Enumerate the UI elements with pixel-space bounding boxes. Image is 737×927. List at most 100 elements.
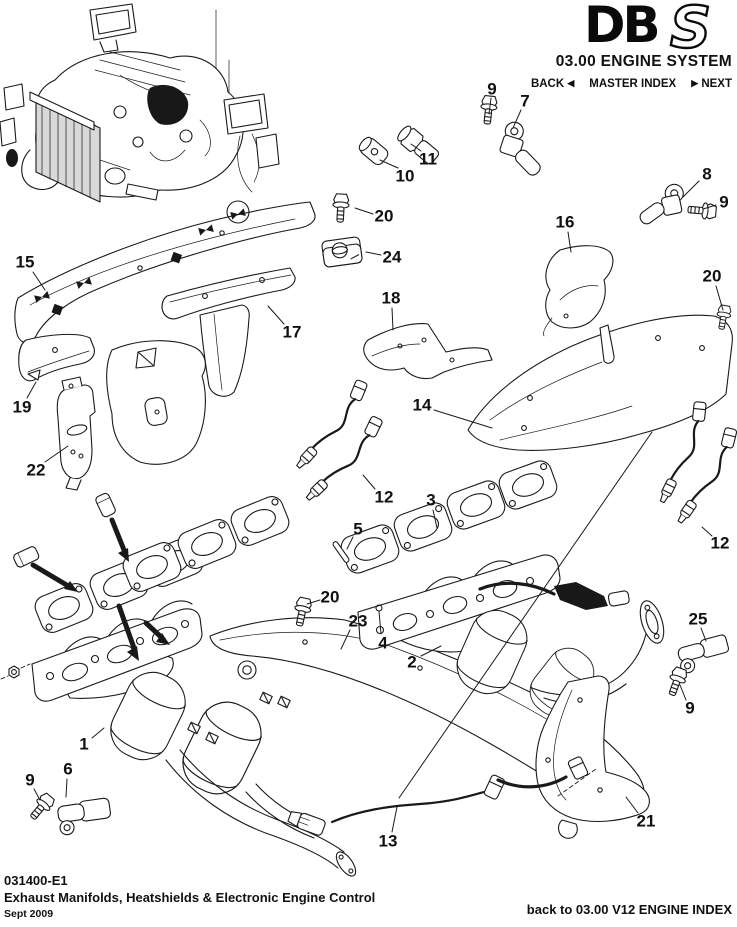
callout-12: 12	[375, 488, 394, 507]
system-title: 03.00 ENGINE SYSTEM	[555, 53, 732, 70]
callout-19: 19	[13, 398, 32, 417]
callout-12: 12	[711, 534, 730, 553]
leader-line-12	[701, 526, 713, 537]
next-arrow-icon: ▶	[691, 78, 699, 88]
leader-line-9	[702, 204, 717, 210]
leader-line-20	[354, 207, 374, 215]
leader-line-3	[432, 509, 438, 529]
nav-next-label: NEXT	[701, 78, 732, 90]
callout-1: 1	[79, 735, 88, 754]
callout-9: 9	[685, 699, 694, 718]
callout-6: 6	[63, 760, 72, 779]
logo-db-text: DB	[584, 0, 658, 54]
leader-line-21	[625, 796, 639, 814]
part-exhaust-manifold-2	[357, 554, 665, 725]
callout-21: 21	[637, 812, 656, 831]
leader-line-5	[346, 536, 354, 550]
leader-line-9	[33, 788, 41, 801]
callout-22: 22	[27, 461, 46, 480]
leader-line-12	[362, 474, 376, 490]
callout-3: 3	[426, 491, 435, 510]
part-bolt-9-bl	[25, 790, 58, 824]
callout-7: 7	[520, 92, 529, 111]
leader-line-10	[379, 159, 399, 169]
part-sensor-11	[397, 125, 440, 165]
callout-9: 9	[719, 193, 728, 212]
callout-24: 24	[383, 248, 402, 267]
footer-link-area: back to 03.00 V12 ENGINE INDEX	[527, 901, 732, 919]
callout-13-extended-leader	[398, 431, 653, 799]
nav-bar: BACK ◀ MASTER INDEX ▶ NEXT	[482, 78, 732, 90]
nav-master-index-link[interactable]: MASTER INDEX	[589, 78, 677, 90]
part-heatshield-middle	[106, 340, 206, 465]
nav-back-label: BACK	[530, 78, 565, 90]
leader-line-9	[488, 97, 492, 115]
leader-line-22	[44, 445, 69, 463]
part-nut	[8, 665, 20, 679]
leader-line-25	[700, 627, 707, 642]
callout-4: 4	[378, 634, 388, 653]
page-header: DB S 03.00 ENGINE SYSTEM BACK ◀ MASTER I…	[482, 0, 732, 90]
leader-line-8	[682, 180, 700, 198]
callout-20: 20	[375, 207, 394, 226]
part-sensor-8	[639, 183, 684, 225]
leader-line-14	[433, 409, 493, 429]
leader-line-11	[410, 143, 422, 152]
nav-next-link[interactable]: ▶ NEXT	[691, 78, 732, 90]
clip-detail-circle	[226, 200, 250, 224]
part-heatshield-18	[363, 323, 493, 380]
doc-date: Sept 2009	[4, 907, 54, 920]
callout-8: 8	[702, 165, 711, 184]
part-oxygen-sensors-12-left	[292, 368, 385, 517]
nav-back-link[interactable]: BACK ◀	[531, 78, 574, 90]
part-heatshield-19	[18, 333, 95, 382]
part-sensor-10	[358, 136, 389, 166]
callout-17: 17	[283, 323, 302, 342]
part-bolt-20-top	[331, 193, 351, 223]
callout-10: 10	[396, 167, 415, 186]
part-heatshield-21	[535, 675, 650, 839]
callout-9: 9	[25, 771, 34, 790]
leader-line-17	[267, 305, 285, 325]
callout-16: 16	[556, 213, 575, 232]
leader-line-16	[567, 231, 572, 253]
part-heatshield-14	[467, 314, 733, 451]
leader-line-15	[32, 271, 46, 291]
callout-18: 18	[382, 289, 401, 308]
dbs-logo: DB S	[584, 0, 712, 62]
part-sensor-7	[499, 121, 541, 176]
leader-line-4	[378, 610, 382, 635]
callout-13: 13	[379, 832, 398, 851]
leader-line-18	[391, 307, 394, 331]
logo-s-text: S	[670, 0, 711, 54]
leader-line-9	[679, 684, 687, 701]
leader-line-6	[65, 778, 68, 798]
part-bolt-9-top	[478, 94, 499, 126]
leader-line-20	[306, 599, 321, 605]
callout-23: 23	[349, 612, 368, 631]
callout-2: 2	[407, 653, 416, 672]
callout-5: 5	[353, 520, 362, 539]
part-gasket-3	[337, 457, 561, 577]
part-bolt-9-br	[663, 665, 690, 699]
part-bolt-9-tr	[686, 200, 718, 221]
engine-overview-illustration	[0, 3, 280, 203]
callout-20: 20	[703, 267, 722, 286]
part-heatshield-16	[543, 245, 614, 337]
leader-line-24	[365, 251, 382, 256]
leader-line-19	[26, 381, 37, 399]
callout-9: 9	[487, 80, 496, 99]
engine-index-link[interactable]: back to 03.00 V12 ENGINE INDEX	[526, 902, 732, 917]
leader-line-20	[715, 285, 724, 311]
footer-info: 031400-E1 Exhaust Manifolds, Heatshields…	[4, 873, 375, 921]
back-arrow-icon: ◀	[567, 78, 575, 88]
part-clipnut-24	[321, 236, 363, 268]
part-sensor-6	[57, 797, 111, 836]
callout-15: 15	[16, 253, 35, 272]
sensor-install-arrows	[13, 431, 653, 799]
doc-number: 031400-E1	[4, 873, 68, 889]
part-heatshield-17	[161, 267, 296, 397]
